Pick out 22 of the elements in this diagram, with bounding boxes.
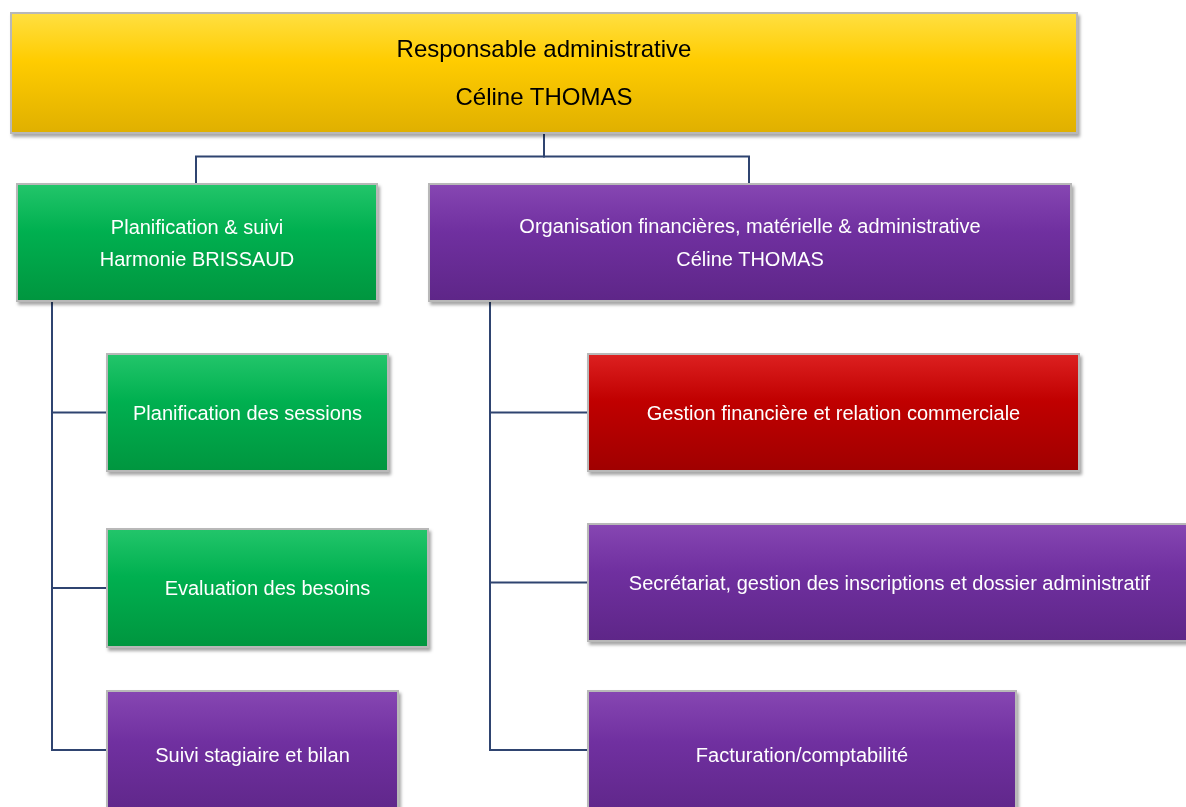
task-label: Facturation/comptabilité	[695, 743, 909, 768]
task-box	[106, 690, 399, 807]
department-box	[16, 183, 378, 302]
person-name: Harmonie BRISSAUD	[99, 246, 295, 272]
person-name: Céline THOMAS	[676, 246, 824, 272]
department-box	[428, 183, 1072, 302]
role-title: Responsable administrative	[396, 34, 692, 64]
task-box	[587, 523, 1186, 642]
role-title: Planification & suivi	[110, 214, 284, 240]
task-label: Evaluation des besoins	[164, 576, 371, 601]
task-box	[587, 353, 1080, 472]
task-box	[106, 353, 389, 472]
title-box	[10, 12, 1078, 134]
task-box	[587, 690, 1017, 807]
task-label: Secrétariat, gestion des inscriptions et dossier administratif	[628, 570, 1151, 596]
task-label: Suivi stagiaire et bilan	[155, 743, 350, 768]
task-label: Planification des sessions	[133, 400, 362, 426]
task-box	[106, 528, 429, 648]
role-title: Organisation financières, matérielle & administrative	[519, 213, 981, 239]
connector-line	[543, 133, 750, 184]
person-name: Céline THOMAS	[455, 82, 633, 112]
task-label: Gestion financière et relation commerciale	[646, 400, 1021, 426]
